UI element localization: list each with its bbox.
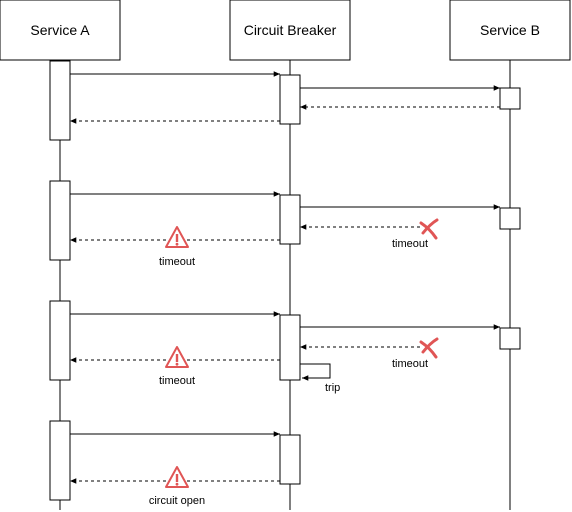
failure-x-icon [419, 337, 439, 359]
activation-service-a-2 [49, 180, 71, 261]
activation-service-a-4 [49, 420, 71, 501]
activation-service-a-3 [49, 300, 71, 381]
warning-triangle-icon [165, 346, 189, 368]
timeout-label-a-2: timeout [159, 256, 195, 268]
failure-x-icon [419, 218, 439, 240]
trip-self-arrow [300, 363, 331, 381]
activation-service-b-2 [499, 207, 521, 230]
activation-circuit-breaker-3 [279, 314, 301, 381]
activation-service-b-1 [499, 87, 521, 110]
participant-circuit-breaker: Circuit Breaker [229, 0, 351, 61]
participant-service-a: Service A [0, 0, 121, 61]
participant-circuit-breaker-label: Circuit Breaker [244, 22, 337, 38]
participant-service-a-label: Service A [30, 22, 90, 38]
warning-triangle-icon [165, 466, 189, 488]
participant-service-b: Service B [449, 0, 571, 61]
participant-service-b-label: Service B [480, 22, 540, 38]
timeout-label-a-3: timeout [159, 375, 195, 387]
activation-circuit-breaker-4 [279, 434, 301, 485]
timeout-label-b-3: timeout [392, 358, 428, 370]
activation-service-a-1 [49, 60, 71, 141]
trip-label: trip [325, 382, 340, 394]
activation-circuit-breaker-1 [279, 74, 301, 125]
activation-service-b-3 [499, 327, 521, 350]
timeout-label-b-2: timeout [392, 238, 428, 250]
circuit-open-label: circuit open [149, 495, 205, 507]
warning-triangle-icon [165, 226, 189, 248]
activation-circuit-breaker-2 [279, 194, 301, 245]
